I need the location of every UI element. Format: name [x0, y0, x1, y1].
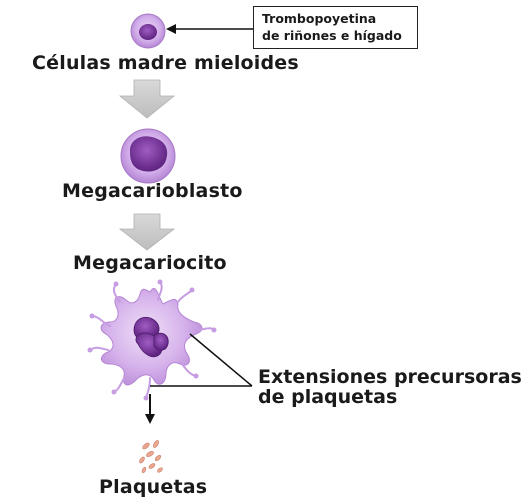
megakaryoblast-icon	[120, 128, 176, 184]
extensions-label: Extensiones precursoras de plaquetas	[258, 367, 522, 407]
megakaryocyte-label: Megacariocito	[73, 252, 227, 274]
megakaryocyte-icon	[87, 279, 217, 401]
extensions-label-line-1: Extensiones precursoras	[258, 366, 522, 388]
thrombopoietin-callout: Trombopoyetina de riñones e hígado	[253, 6, 418, 49]
down-arrow-icon	[118, 79, 176, 119]
stem-cell-icon	[130, 13, 166, 49]
arrow-down-icon	[145, 394, 155, 424]
megakaryoblast-label: Megacarioblasto	[62, 180, 243, 202]
platelets-icon	[139, 440, 163, 474]
stem-cell-label: Células madre mieloides	[32, 52, 299, 74]
extensions-label-line-2: de plaquetas	[258, 386, 398, 408]
callout-pointer	[166, 24, 253, 34]
callout-line-1: Trombopoyetina	[262, 11, 377, 26]
extensions-pointer-lines	[150, 333, 253, 387]
down-arrow-icon	[118, 213, 176, 251]
platelets-label: Plaquetas	[99, 476, 208, 498]
callout-line-2: de riñones e hígado	[262, 28, 402, 43]
